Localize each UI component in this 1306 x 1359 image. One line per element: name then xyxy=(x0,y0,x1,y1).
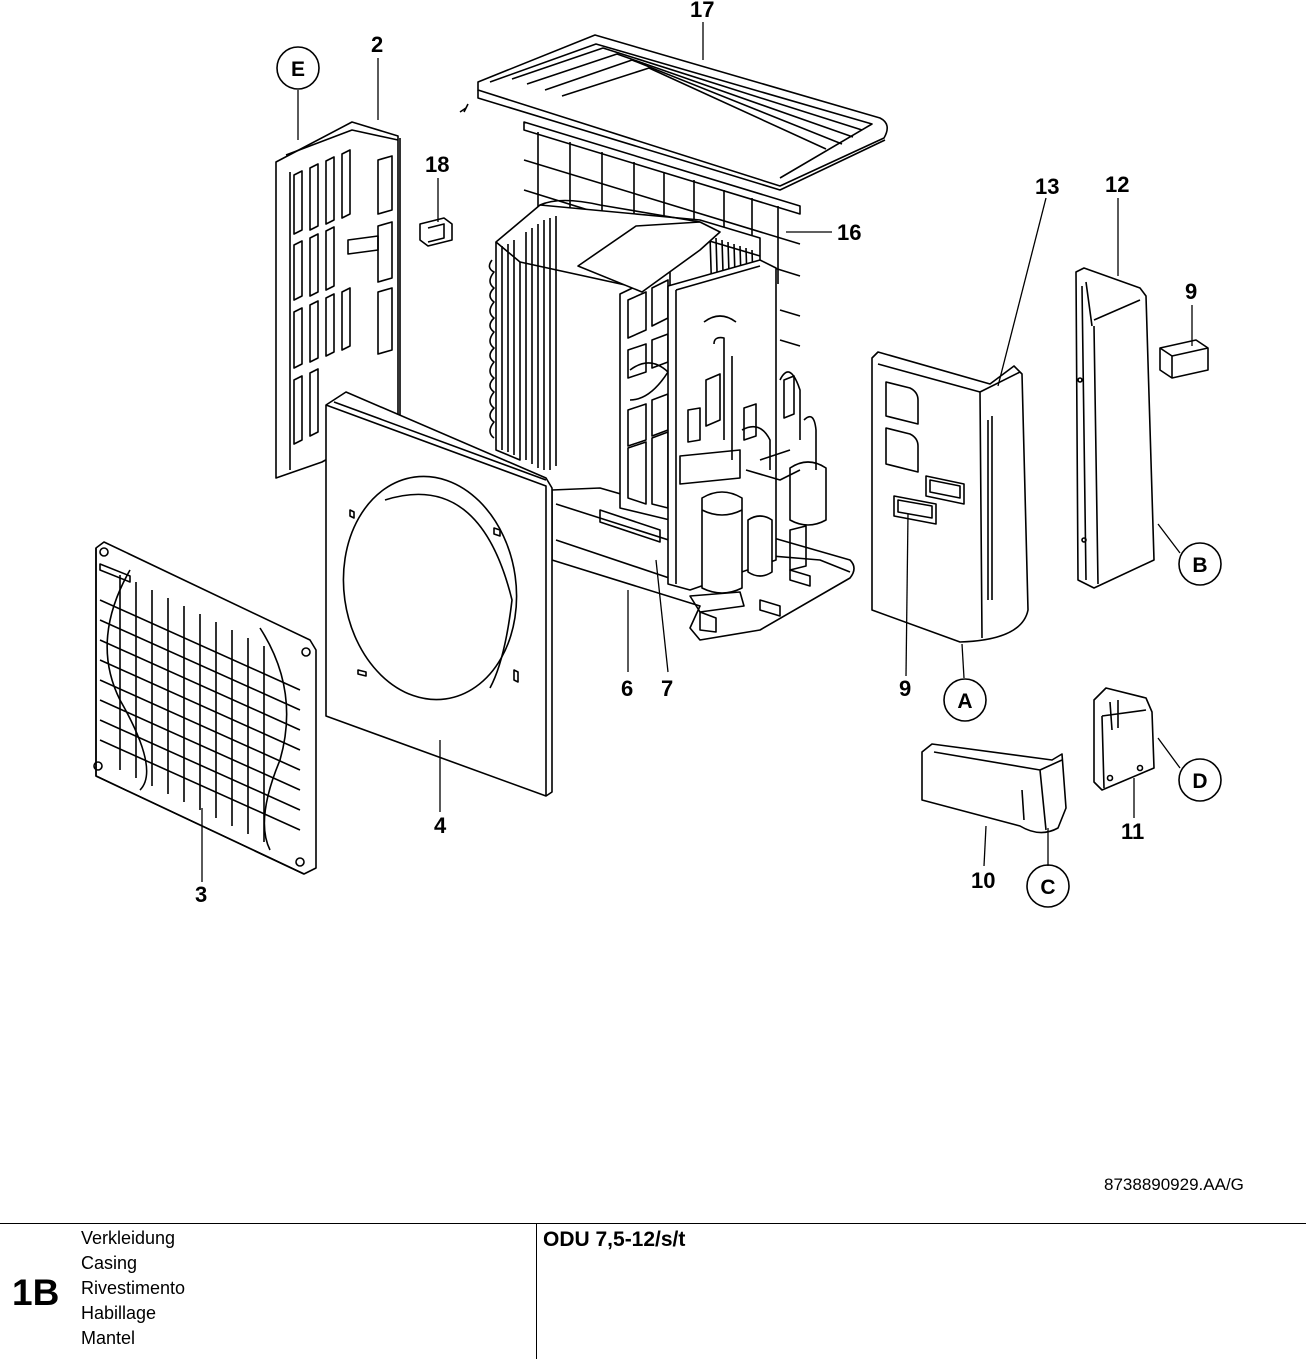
part-label-7: 7 xyxy=(661,676,673,701)
front-panel-part xyxy=(325,391,553,797)
detail-circle-b xyxy=(1178,542,1222,586)
part-label-12: 12 xyxy=(1105,172,1129,197)
top-cover-part xyxy=(477,34,888,191)
detail-letter-b: B xyxy=(1192,554,1207,577)
title-block-divider xyxy=(536,1224,537,1359)
detail-circle-d xyxy=(1178,758,1222,802)
title-italian: Rivestimento xyxy=(81,1278,186,1298)
part-label-17: 17 xyxy=(690,0,714,22)
compressor-part xyxy=(679,336,827,613)
part-label-11: 11 xyxy=(1121,819,1144,844)
detail-letter-e: E xyxy=(291,58,305,81)
detail-circle-a xyxy=(943,678,987,722)
title-block: 1B Verkleidung Casing Rivestimento Habil… xyxy=(0,1223,1306,1359)
corner-cover-part xyxy=(921,743,1067,834)
drawing-reference-number: 8738890929.AA/G xyxy=(1104,1175,1244,1194)
detail-letter-a: A xyxy=(957,690,972,713)
part-label-16: 16 xyxy=(837,220,861,245)
title-english: Casing xyxy=(81,1253,138,1273)
detail-letter-c: C xyxy=(1040,876,1055,899)
partition-panel-part xyxy=(577,221,777,591)
title-dutch: Mantel xyxy=(81,1328,136,1348)
handle-part xyxy=(1159,339,1209,379)
detail-circle-e xyxy=(276,46,320,90)
side-panel-part xyxy=(275,121,401,479)
part-label-18: 18 xyxy=(425,152,449,177)
motor-bracket-part xyxy=(619,269,671,521)
part-label-10: 10 xyxy=(971,868,995,893)
leader-lines xyxy=(201,22,1193,882)
part-label-9-handle: 9 xyxy=(1185,279,1197,304)
service-panel-part xyxy=(871,351,1029,643)
part-label-13: 13 xyxy=(1035,174,1059,199)
fan-grille-part xyxy=(93,541,317,875)
title-german: Verkleidung xyxy=(81,1228,176,1248)
clip-part xyxy=(419,103,469,247)
part-label-4: 4 xyxy=(434,813,447,838)
corner-bracket-part xyxy=(1093,687,1155,791)
rear-side-panel-part xyxy=(1075,267,1155,589)
part-label-9-panel: 9 xyxy=(899,676,911,701)
part-label-6: 6 xyxy=(621,676,633,701)
detail-circle-c xyxy=(1026,864,1070,908)
model-designation: ODU 7,5-12/s/t xyxy=(543,1228,686,1251)
section-code: 1B xyxy=(12,1272,60,1313)
detail-letter-d: D xyxy=(1192,770,1207,793)
title-french: Habillage xyxy=(81,1303,157,1323)
part-label-3: 3 xyxy=(195,882,207,907)
part-label-2: 2 xyxy=(371,32,383,57)
title-list: Verkleidung Casing Rivestimento Habillag… xyxy=(81,1226,185,1351)
